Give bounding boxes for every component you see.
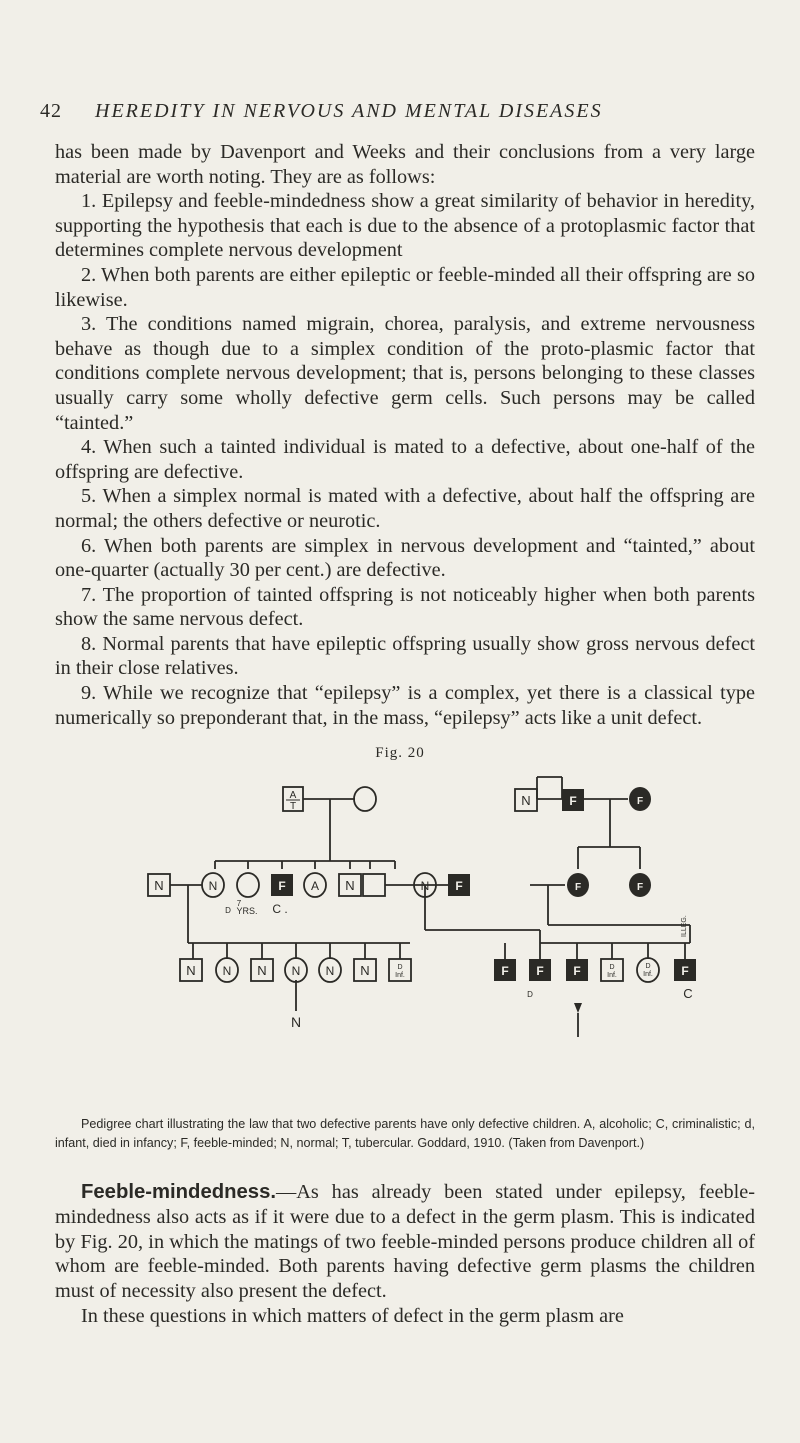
list-item: 3. The conditions named migrain, chorea,… bbox=[55, 313, 755, 434]
person-square-f bbox=[562, 789, 584, 811]
figure-caption: Pedigree chart illustrating the law that… bbox=[55, 1117, 755, 1150]
label-n: N bbox=[223, 964, 232, 978]
person-square-f bbox=[529, 959, 551, 981]
person-circle-n bbox=[413, 872, 437, 898]
list-item: 5. When a simplex normal is mated with a… bbox=[55, 485, 755, 532]
label-d: D bbox=[609, 964, 614, 971]
person-circle bbox=[236, 872, 260, 898]
person-square-f bbox=[448, 874, 470, 896]
label-inf: Inf. bbox=[395, 972, 405, 979]
label-a: A bbox=[311, 879, 319, 893]
label-n: N bbox=[257, 963, 266, 978]
label-c: C . bbox=[272, 902, 287, 916]
running-title: HEREDITY IN NERVOUS AND MENTAL DISEASES bbox=[95, 100, 603, 122]
person-circle-d-inf bbox=[636, 957, 660, 983]
label-f: F bbox=[573, 964, 580, 978]
label-n: N bbox=[326, 964, 335, 978]
label-f: F bbox=[278, 879, 285, 893]
label-n: N bbox=[421, 879, 430, 893]
label-f: F bbox=[569, 794, 576, 808]
figure-label: Fig. 20 bbox=[375, 745, 425, 761]
person-circle-f bbox=[629, 787, 651, 811]
person-square-n bbox=[179, 958, 203, 982]
person-square-n bbox=[514, 788, 538, 812]
person-circle-n bbox=[318, 957, 342, 983]
list-item: 8. Normal parents that have epileptic of… bbox=[55, 632, 755, 680]
label-n: N bbox=[209, 879, 218, 893]
person-square-d-inf bbox=[600, 958, 624, 982]
person-square-f bbox=[566, 959, 588, 981]
person-circle-f bbox=[629, 873, 651, 897]
label-f: F bbox=[575, 882, 581, 893]
page-number: 42 bbox=[40, 100, 62, 122]
label-d: D bbox=[397, 964, 402, 971]
label-d: D bbox=[225, 906, 231, 915]
label-t: T bbox=[290, 801, 296, 812]
list-item: 2. When both parents are either epilepti… bbox=[55, 263, 755, 311]
person-square-f bbox=[674, 959, 696, 981]
person-square-n bbox=[353, 958, 377, 982]
label-d: D bbox=[527, 990, 533, 999]
person-square bbox=[362, 873, 386, 897]
label-f: F bbox=[455, 879, 462, 893]
label-inf: Inf. bbox=[643, 971, 653, 978]
person-square-d-inf bbox=[388, 958, 412, 982]
label-a: A bbox=[290, 790, 297, 801]
person-circle-f bbox=[567, 873, 589, 897]
label-inf: Inf. bbox=[607, 972, 617, 979]
label-f: F bbox=[637, 796, 643, 807]
label-n: N bbox=[186, 963, 195, 978]
person-square-n bbox=[250, 958, 274, 982]
person-square-f bbox=[271, 874, 293, 896]
list-item: 9. While we recognize that “epilepsy” is… bbox=[55, 682, 755, 729]
body-text: has been made by Davenport and Weeks and… bbox=[55, 140, 755, 730]
section-continuation: In these questions in which matters of d… bbox=[81, 1304, 624, 1327]
label-f: F bbox=[501, 964, 508, 978]
person-square-f bbox=[494, 959, 516, 981]
person-circle bbox=[353, 786, 377, 812]
label-n: N bbox=[291, 1014, 301, 1030]
person-square-n bbox=[147, 873, 171, 897]
person-circle-n bbox=[215, 957, 239, 983]
label-n: N bbox=[345, 878, 354, 893]
label-n: N bbox=[521, 793, 530, 808]
arrow-icon bbox=[574, 1003, 582, 1013]
label-c: C bbox=[683, 986, 692, 1001]
label-d: D bbox=[645, 963, 650, 970]
list-item: 6. When both parents are simplex in nerv… bbox=[55, 534, 755, 582]
label-f: F bbox=[637, 882, 643, 893]
pedigree-chart: A T N F F N N F A N D 7 YRS. C . N F F F bbox=[147, 776, 696, 1037]
person-square-at bbox=[282, 786, 304, 812]
person-circle-a bbox=[303, 872, 327, 898]
section-text: —As has already been stated under epilep… bbox=[55, 1181, 755, 1303]
section-heading: Feeble-mindedness. bbox=[81, 1181, 276, 1203]
label-n: N bbox=[154, 878, 163, 893]
list-item: 7. The proportion of tainted offspring i… bbox=[55, 583, 755, 631]
label-n: N bbox=[292, 964, 301, 978]
list-item: 1. Epilepsy and feeble-mindedness show a… bbox=[55, 190, 755, 262]
label-n: N bbox=[360, 963, 369, 978]
person-circle-n bbox=[284, 957, 308, 983]
label-yrs: YRS. bbox=[236, 906, 257, 916]
list-item: 4. When such a tainted individual is mat… bbox=[55, 436, 755, 483]
label-seven: 7 bbox=[237, 899, 242, 908]
section-feeble-mindedness: Feeble-mindedness.—As has already been s… bbox=[55, 1180, 755, 1329]
person-circle-n bbox=[201, 872, 225, 898]
intro-paragraph: has been made by Davenport and Weeks and… bbox=[55, 141, 755, 188]
label-f: F bbox=[536, 964, 543, 978]
label-illeg: ILLEG. bbox=[681, 915, 688, 937]
label-f: F bbox=[681, 964, 688, 978]
person-square-n bbox=[338, 873, 362, 897]
